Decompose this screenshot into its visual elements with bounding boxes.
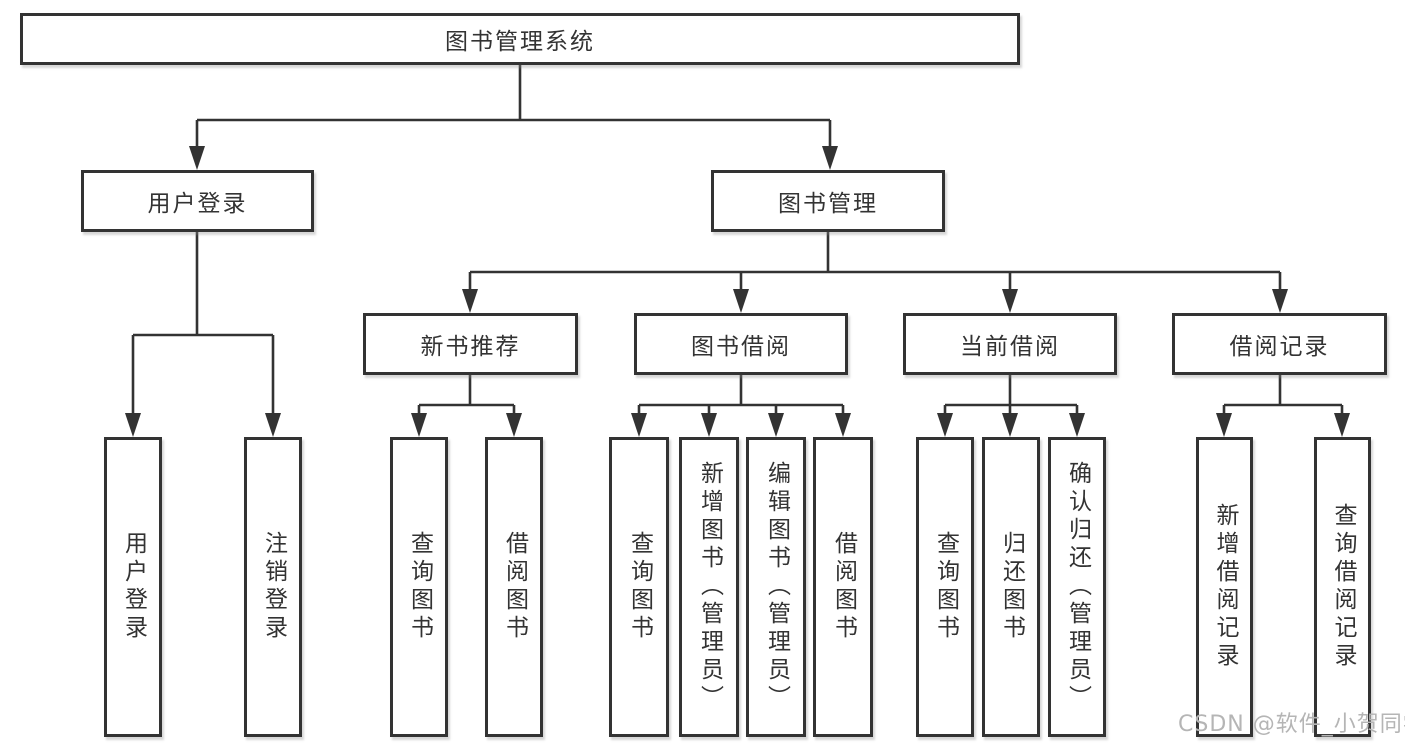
edge-book-mgmt-to-children [462, 232, 1288, 313]
node-label: 当前借阅 [960, 334, 1060, 360]
node-label: 查询图书 [406, 531, 433, 643]
leaf-br-add-record: 新增借阅记录 [1196, 437, 1253, 737]
edge-current-borrowing-to-children [937, 375, 1085, 437]
leaf-cb-query-books: 查询图书 [916, 437, 974, 737]
leaf-logout: 注销登录 [244, 437, 302, 737]
node-label: 图书管理系统 [445, 29, 595, 55]
node-library-management-system: 图书管理系统 [20, 13, 1020, 65]
node-label: 借阅记录 [1229, 334, 1330, 360]
node-label: 用户登录 [120, 531, 147, 643]
node-label: 新书推荐 [420, 334, 521, 360]
node-borrowing-records: 借阅记录 [1172, 313, 1387, 375]
node-label: 新增借阅记录 [1212, 503, 1238, 671]
node-label: 编辑图书（管理员） [763, 461, 790, 713]
leaf-bb-borrow-books: 借阅图书 [813, 437, 873, 737]
node-label: 确认归还（管理员） [1064, 461, 1091, 713]
node-book-management-group: 图书管理 [711, 170, 945, 232]
leaf-user-login: 用户登录 [104, 437, 162, 737]
node-label: 借阅图书 [830, 531, 857, 643]
node-label: 图书借阅 [691, 334, 791, 360]
leaf-bb-add-books-admin: 新增图书（管理员） [679, 437, 739, 737]
node-label: 借阅图书 [501, 531, 528, 643]
node-label: 查询图书 [932, 531, 959, 643]
node-user-login-group: 用户登录 [81, 170, 314, 232]
node-new-book-recommendation: 新书推荐 [363, 313, 578, 375]
node-label: 注销登录 [260, 531, 287, 643]
node-label: 用户登录 [147, 191, 248, 217]
edge-borrow-records-to-children [1216, 375, 1350, 437]
csdn-watermark: CSDN @软件_小贺同学 [1178, 712, 1405, 737]
leaf-cb-confirm-return-admin: 确认归还（管理员） [1048, 437, 1106, 737]
edge-book-borrowing-to-children [631, 375, 851, 437]
edge-user-login-to-children [125, 232, 281, 437]
leaf-rec-borrow-books: 借阅图书 [485, 437, 543, 737]
node-current-borrowing: 当前借阅 [903, 313, 1117, 375]
leaf-bb-query-books: 查询图书 [609, 437, 669, 737]
leaf-cb-return-books: 归还图书 [982, 437, 1040, 737]
node-book-borrowing: 图书借阅 [634, 313, 848, 375]
leaf-rec-query-books: 查询图书 [390, 437, 448, 737]
leaf-bb-edit-books-admin: 编辑图书（管理员） [746, 437, 806, 737]
node-label: 归还图书 [998, 531, 1025, 643]
edge-new-book-rec-to-children [411, 375, 522, 437]
node-label: 新增图书（管理员） [696, 461, 723, 713]
node-label: 查询图书 [626, 531, 653, 643]
node-label: 查询借阅记录 [1330, 503, 1356, 671]
edge-root-to-children [189, 65, 838, 170]
node-label: 图书管理 [778, 191, 878, 217]
leaf-br-query-record: 查询借阅记录 [1314, 437, 1371, 737]
